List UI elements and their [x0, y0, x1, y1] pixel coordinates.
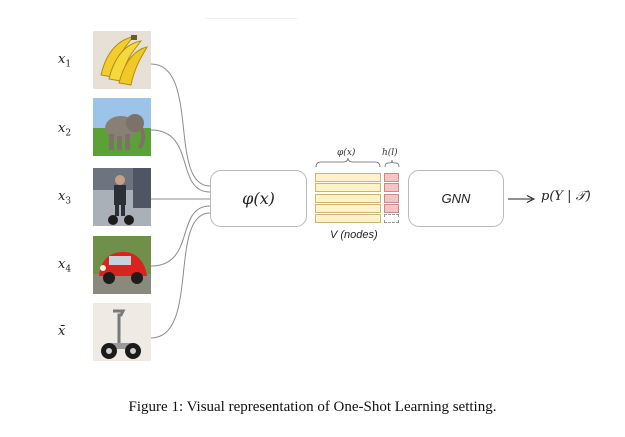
- label-cell: [384, 183, 399, 192]
- gnn-label: GNN: [441, 191, 471, 206]
- feature-row: [315, 204, 381, 213]
- wire-x1: [150, 63, 211, 187]
- elephant-image: [93, 98, 151, 156]
- input-label-x2: x2: [58, 121, 72, 139]
- output-arrow-head: [526, 195, 536, 203]
- label-cell: [384, 204, 399, 213]
- labels-brace: [384, 159, 400, 168]
- input-label-x4: x4: [58, 257, 72, 275]
- label-cell: [384, 194, 399, 203]
- input-label-x3: x3: [58, 189, 72, 207]
- labels-label: h(l): [382, 148, 398, 158]
- top-rule: [205, 18, 297, 19]
- nodes-label: V (nodes): [330, 229, 378, 241]
- embedding-box: φ(x): [210, 170, 307, 227]
- features-label: φ(x): [337, 148, 356, 158]
- output-label: p(Y | 𝒯): [541, 189, 591, 204]
- segway-rider-image: [93, 168, 151, 226]
- red-car-image: [93, 236, 151, 294]
- feature-row: [315, 194, 381, 203]
- features-brace: [315, 157, 381, 168]
- embedding-label: φ(x): [242, 189, 275, 208]
- wire-x4: [150, 205, 211, 267]
- feature-row: [315, 173, 381, 182]
- segway-image: [93, 303, 151, 361]
- figure-caption: Figure 1: Visual representation of One-S…: [128, 399, 497, 415]
- feature-row: [315, 183, 381, 192]
- label-cell: [384, 173, 399, 182]
- bananas-image: [93, 31, 151, 89]
- gnn-box: GNN: [408, 170, 504, 227]
- feature-row: [315, 214, 381, 223]
- input-label-x1: x1: [58, 52, 72, 70]
- wire-xbar: [150, 212, 211, 339]
- unknown-label-cell: [384, 214, 399, 223]
- input-label-xbar: x̄: [58, 324, 66, 339]
- wire-x2: [150, 129, 211, 193]
